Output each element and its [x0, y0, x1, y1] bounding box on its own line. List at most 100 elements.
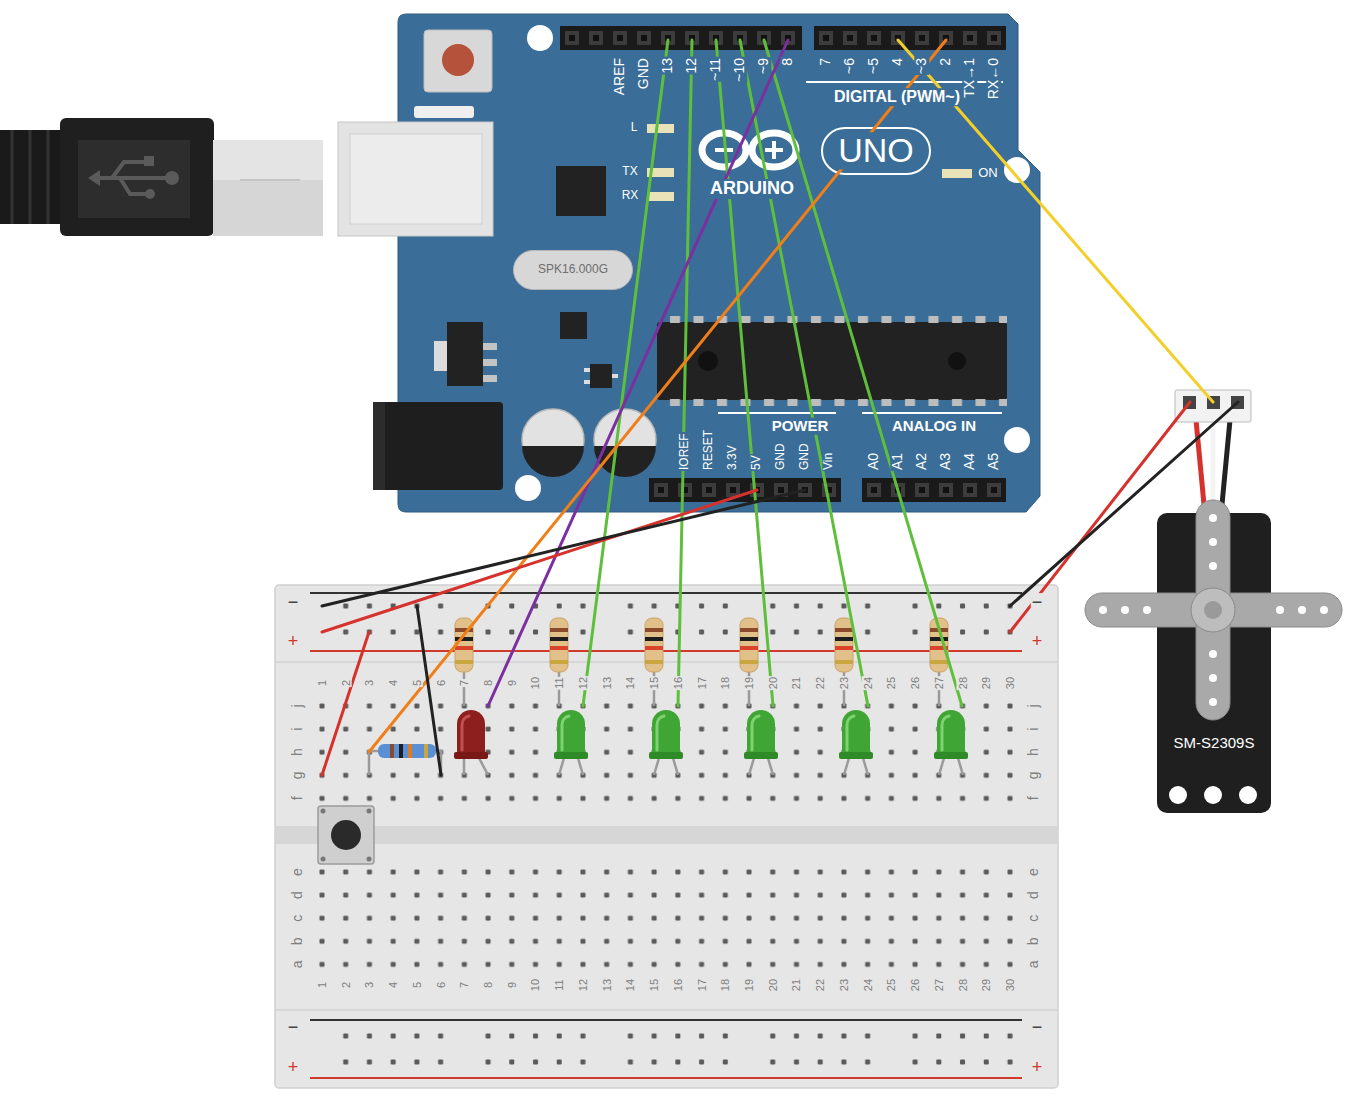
column-number: 23: [838, 676, 850, 690]
usb-cable: [144, 156, 154, 166]
column-number: 1: [316, 981, 328, 989]
green-led: [934, 710, 968, 775]
jumper-wire: [322, 490, 805, 606]
arduino-board: [814, 26, 1006, 50]
pin-label: RX←0: [986, 57, 1001, 100]
arduino-board: [718, 412, 836, 414]
column-number: 21: [790, 978, 802, 992]
rail-sign: −: [287, 593, 300, 613]
jumper-wire: [322, 632, 369, 775]
push-button: [321, 857, 326, 862]
column-number: 20: [767, 676, 779, 690]
pulldown-resistor: [369, 744, 441, 775]
arduino-board: [647, 124, 674, 133]
push-button: [367, 857, 372, 862]
led-label: L: [630, 121, 639, 134]
pin-label: IOREF: [678, 432, 691, 471]
pulldown-resistor: [378, 744, 436, 758]
green-led: [554, 710, 968, 775]
column-number: 16: [672, 978, 684, 992]
resistor-symbol: [455, 618, 473, 706]
arduino-board: [862, 412, 1002, 414]
pin-label: GND: [636, 57, 651, 90]
pin-label: 2: [938, 57, 953, 67]
usb-cable: [0, 118, 323, 236]
column-number: 8: [482, 981, 494, 989]
servo-motor: [1204, 601, 1222, 619]
arduino-board: [556, 166, 606, 216]
pin-label: ~5: [866, 57, 881, 75]
jumper-wire: [488, 40, 788, 706]
pin-label: 3.3V: [726, 444, 739, 471]
pin-label: GND: [774, 442, 787, 471]
servo-motor: [1276, 606, 1284, 614]
pin-label: A0: [866, 452, 881, 471]
row-letter: d: [290, 890, 305, 900]
push-button: [318, 806, 374, 864]
column-number: 27: [933, 978, 945, 992]
section-label: POWER: [771, 418, 830, 435]
servo-motor: [1209, 538, 1217, 546]
led-label: TX: [621, 165, 638, 178]
row-letter: b: [290, 936, 305, 946]
jumper-wire: [369, 40, 946, 752]
column-number: 4: [387, 981, 399, 989]
pin-label: 7: [818, 57, 833, 67]
column-number: 10: [529, 676, 541, 690]
column-number: 18: [719, 676, 731, 690]
pin-label: Vin: [822, 452, 835, 471]
arduino-board: [560, 312, 587, 339]
jumper-wire: [583, 40, 668, 706]
column-number: 14: [624, 978, 636, 992]
arduino-board: [483, 359, 497, 366]
arduino-board: [948, 352, 966, 370]
row-letter: g: [290, 770, 305, 780]
servo-motor: [1143, 606, 1151, 614]
arduino-board: [822, 128, 930, 174]
row-letter: i: [290, 727, 305, 732]
pulldown-resistor: [399, 744, 403, 758]
pin-label: GND: [798, 442, 811, 471]
pin-label: TX→1: [962, 57, 977, 99]
column-number: 9: [506, 981, 518, 989]
column-number: 7: [458, 981, 470, 989]
row-letter: j: [1026, 703, 1041, 708]
arduino-board: [772, 141, 776, 159]
rail-sign: −: [287, 1018, 300, 1038]
usb-cable: [29, 130, 32, 224]
arduino-board: [483, 375, 497, 382]
column-number: 15: [648, 978, 660, 992]
row-letter: f: [290, 795, 305, 801]
arduino-board: [414, 106, 474, 118]
column-number: 7: [458, 679, 470, 687]
red-led: [457, 710, 485, 758]
servo-motor: [1221, 420, 1230, 515]
column-number: 29: [980, 676, 992, 690]
column-number: 28: [957, 676, 969, 690]
resistor-symbol: [455, 618, 948, 706]
row-letter: e: [1026, 867, 1041, 877]
arduino-board: [942, 169, 972, 178]
row-letter: j: [290, 703, 305, 708]
pin-label: A3: [938, 452, 953, 471]
arduino-board: [338, 122, 493, 236]
usb-cable: [213, 140, 323, 180]
usb-cable: [240, 179, 300, 181]
servo-motor: [1209, 674, 1217, 682]
node-text: SM-S2309S: [1174, 734, 1255, 751]
pin-label: 13: [660, 57, 675, 75]
column-number: 17: [696, 978, 708, 992]
column-number: 25: [885, 676, 897, 690]
column-number: 12: [577, 676, 589, 690]
jumper-wire: [1010, 402, 1190, 632]
arduino-board: [590, 364, 612, 388]
servo-motor: [1320, 606, 1328, 614]
pin-label: 12: [684, 57, 699, 75]
arduino-board: [442, 44, 474, 76]
red-led: [463, 758, 466, 775]
arduino-board: [350, 134, 482, 224]
column-number: 3: [363, 981, 375, 989]
row-letter: e: [290, 867, 305, 877]
servo-motor: [1209, 698, 1217, 706]
pin-label: 8: [780, 57, 795, 67]
